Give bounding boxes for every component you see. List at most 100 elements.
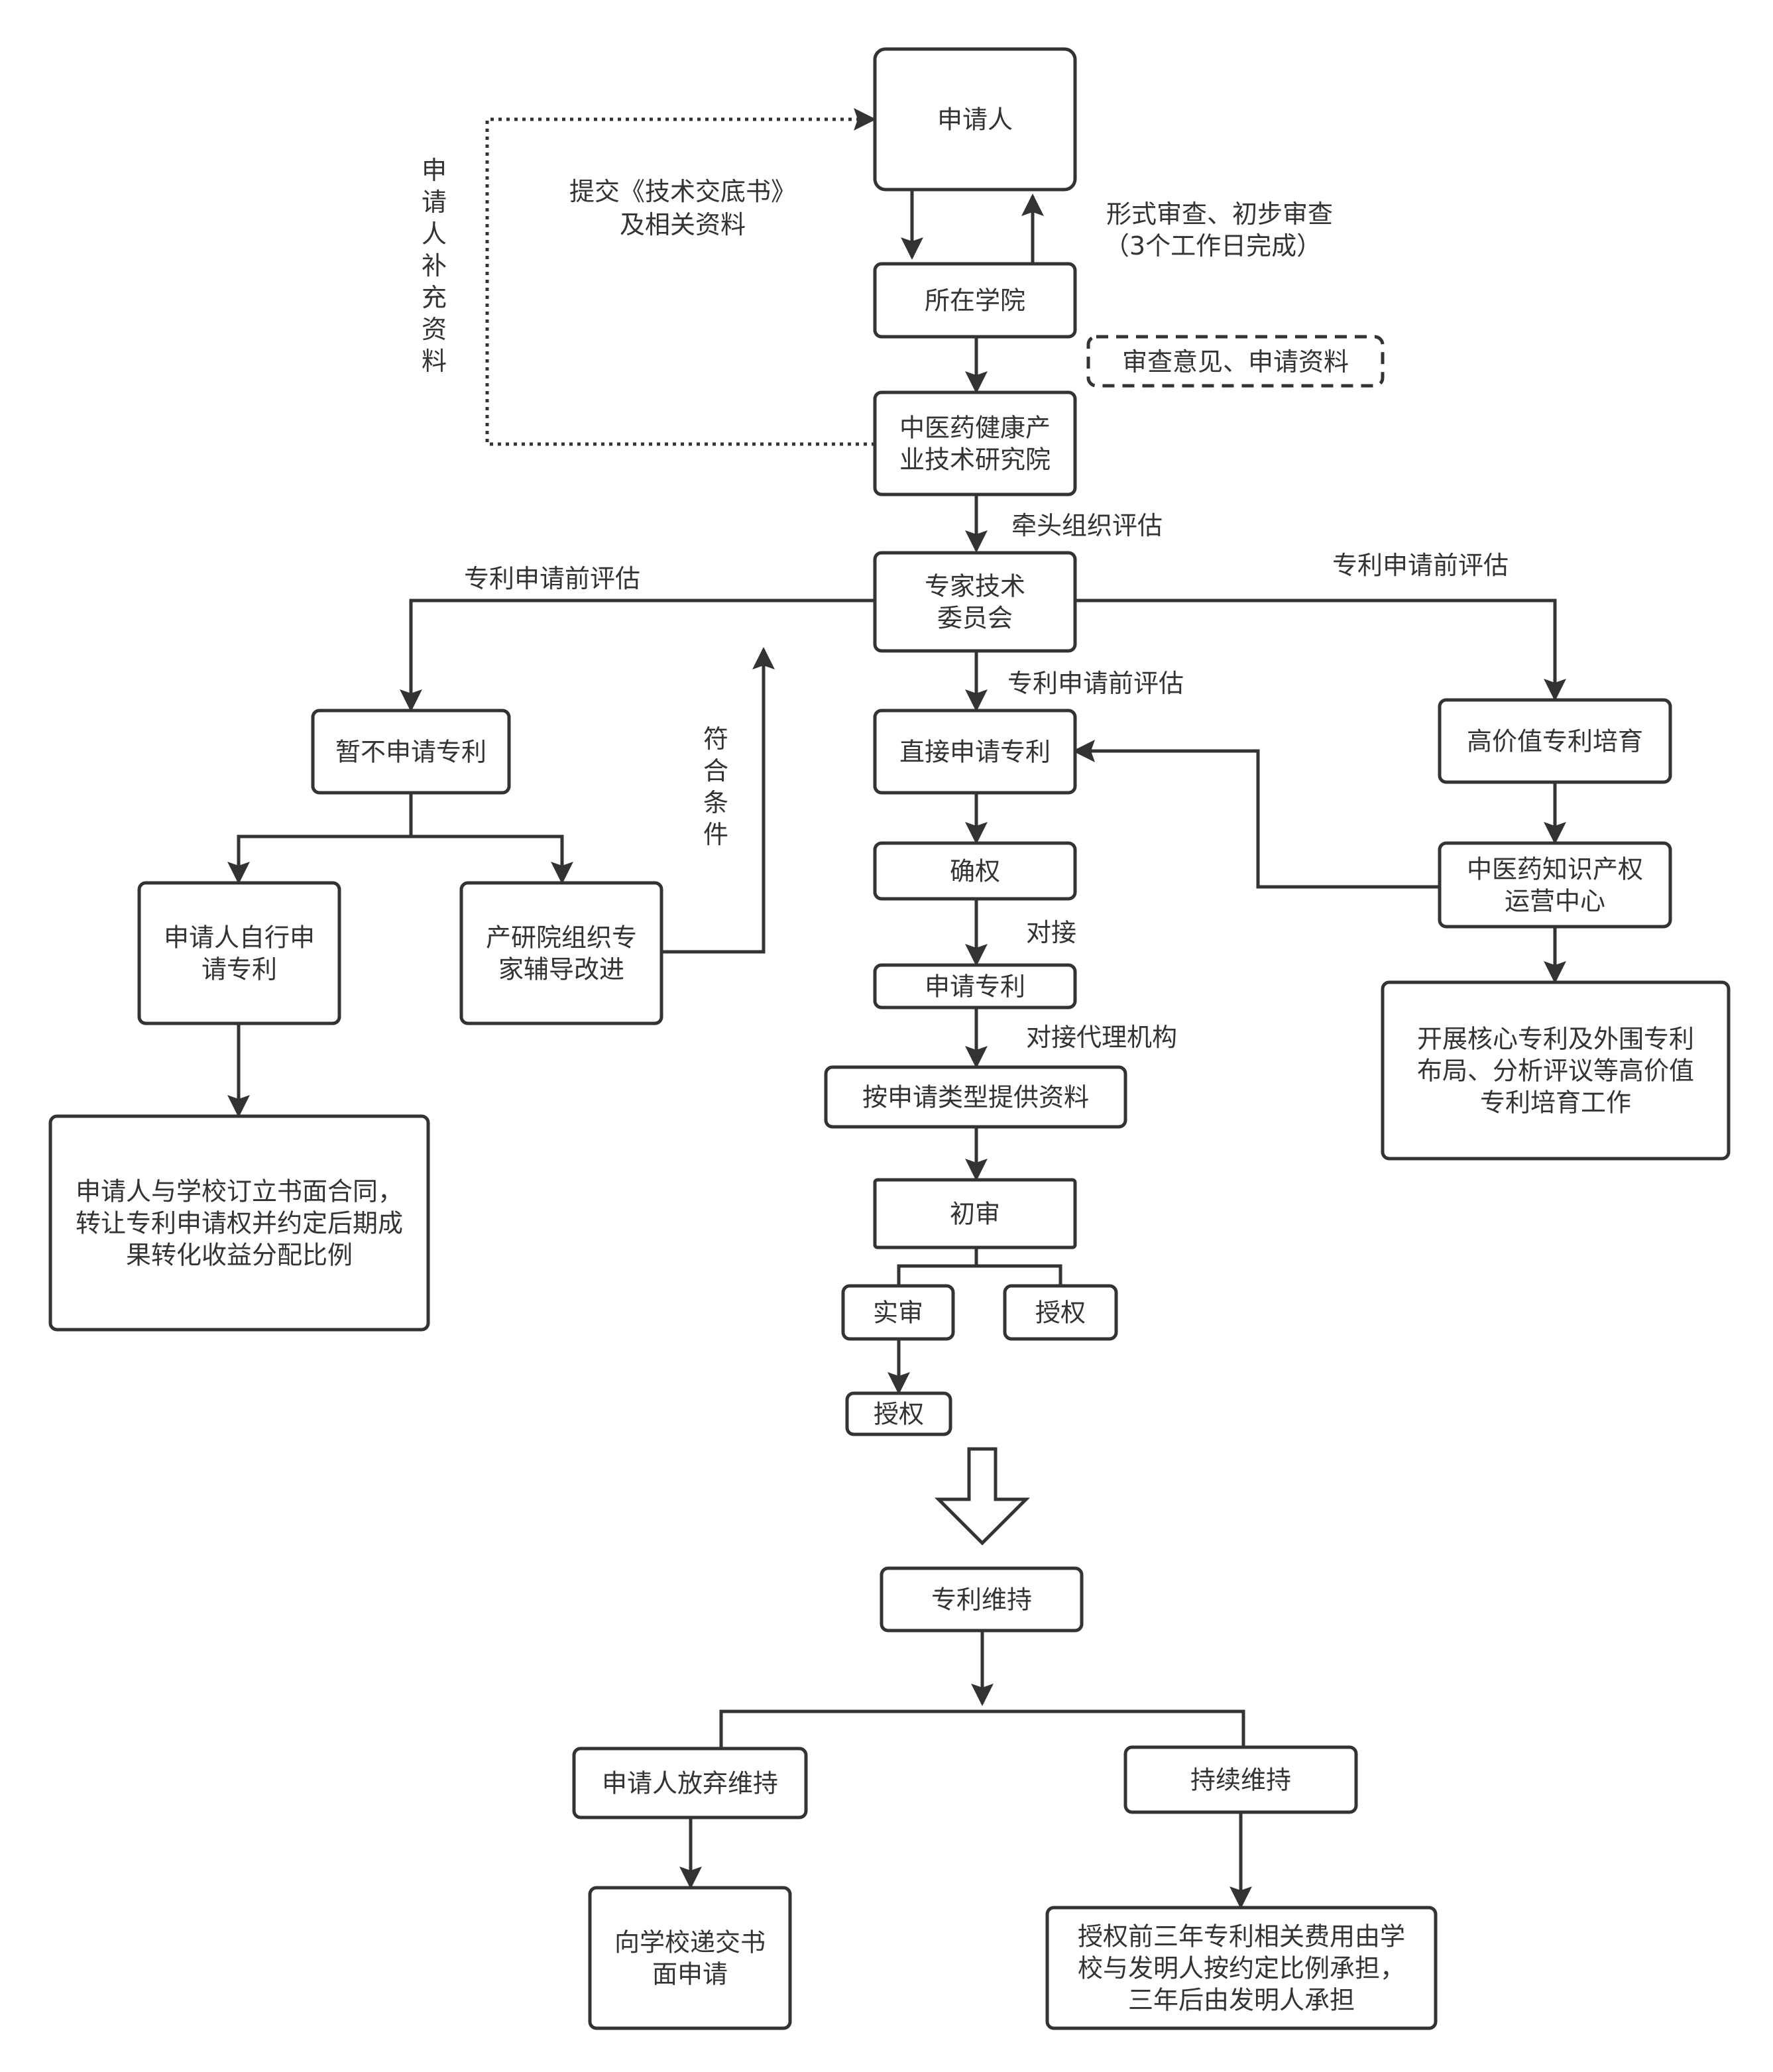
- node-box: [873, 551, 1077, 653]
- formal-review-label-line-1: 形式审查、初步审查: [1106, 200, 1333, 229]
- node-label-line: 校与发明人按约定比例承担，: [1078, 1954, 1405, 1983]
- vertical-label-char: 人: [422, 219, 447, 249]
- node-label-line: 专利维持: [931, 1585, 1032, 1615]
- nodes: 申请人所在学院中医药健康产业技术研究院专家技术委员会暂不申请专利直接申请专利高价…: [48, 47, 1731, 2030]
- node-box: [572, 1747, 808, 1819]
- node-label-line: 实审: [873, 1298, 923, 1328]
- node-label-line: 业技术研究院: [899, 445, 1051, 475]
- vertical-label-char: 资: [422, 315, 447, 344]
- node-label-line: 委员会: [937, 604, 1013, 633]
- node-label-line: 中医药知识产权: [1467, 855, 1643, 884]
- arrow-no-apply-to-self: [227, 793, 413, 884]
- vertical-label-char: 条: [703, 788, 728, 817]
- pre-eval-center-label: 专利申请前评估: [1007, 669, 1184, 698]
- node-label-line: 初审: [950, 1200, 1000, 1229]
- node-label-line: 持续维持: [1190, 1766, 1291, 1795]
- node-grant-left: 授权: [845, 1391, 952, 1436]
- arrow-no-apply-to-guidance: [411, 835, 573, 884]
- node-box: [873, 1178, 1077, 1249]
- vertical-label-char: 请: [422, 188, 447, 217]
- node-label-line: 请专利: [201, 955, 277, 984]
- node-box: [311, 709, 511, 795]
- node-box: [1438, 698, 1672, 784]
- node-box: [873, 262, 1077, 339]
- node-label-line: 所在学院: [925, 286, 1025, 316]
- submit-label-line-1: 提交《技术交底书》: [569, 177, 796, 206]
- node-label-line: 中医药健康产: [899, 414, 1051, 443]
- vertical-label-char: 件: [703, 820, 728, 849]
- node-box: [1003, 1284, 1118, 1341]
- pre-eval-left-label: 专利申请前评估: [464, 564, 640, 593]
- review-opinion-box: [1086, 335, 1385, 388]
- node-label-line: 授权前三年专利相关费用由学: [1078, 1922, 1405, 1951]
- line-first-exam-to-substantive: [897, 1247, 978, 1286]
- vertical-label-char: 申: [422, 156, 447, 185]
- node-label-line: 授权: [874, 1400, 924, 1429]
- line-maintain-split: [719, 1709, 1245, 1747]
- node-label-line: 产研院组织专: [486, 923, 637, 952]
- node-no-apply: 暂不申请专利: [311, 709, 511, 795]
- node-label-line: 开展核心专利及外围专利: [1417, 1025, 1694, 1054]
- vertical-label-char: 补: [422, 251, 447, 280]
- node-applicant: 申请人: [873, 47, 1077, 192]
- node-give-up: 申请人放弃维持: [572, 1747, 808, 1819]
- node-box: [880, 1566, 1084, 1633]
- review-opinion-text: 审查意见、申请资料: [1122, 347, 1349, 376]
- node-label-line: 专家技术: [925, 572, 1025, 601]
- node-label-line: 专利培育工作: [1480, 1088, 1631, 1118]
- node-label-line: 申请人: [937, 105, 1013, 135]
- node-college: 所在学院: [873, 262, 1077, 339]
- vertical-label-char: 充: [422, 283, 447, 312]
- node-label-line: 运营中心: [1505, 887, 1605, 916]
- node-label-line: 向学校递交书: [614, 1928, 766, 1957]
- node-label-line: 授权: [1035, 1298, 1086, 1328]
- node-box: [873, 47, 1077, 192]
- node-box: [137, 881, 341, 1025]
- arrow-guidance-qualified: [661, 647, 775, 954]
- vertical-label-char: 料: [422, 347, 447, 376]
- node-label-line: 面申请: [652, 1960, 728, 1989]
- node-label-line: 果转化收益分配比例: [126, 1241, 353, 1270]
- node-grant-right: 授权: [1003, 1284, 1118, 1341]
- node-box: [873, 841, 1077, 901]
- node-box: [873, 709, 1077, 795]
- node-continue: 持续维持: [1123, 1745, 1358, 1814]
- node-label-line: 确权: [950, 857, 1000, 886]
- node-box: [1045, 1906, 1438, 2030]
- arrow-supplement-loop: [485, 108, 876, 446]
- node-label-line: 申请人与学校订立书面合同，: [76, 1177, 403, 1206]
- node-label-line: 高价值专利培育: [1467, 727, 1643, 756]
- node-label-line: 按申请类型提供资料: [862, 1083, 1089, 1112]
- node-maintain: 专利维持: [880, 1566, 1084, 1633]
- arrow-committee-to-no-apply: [400, 599, 875, 712]
- node-box: [873, 390, 1077, 496]
- node-box: [459, 881, 663, 1025]
- node-box: [588, 1886, 792, 2030]
- node-label-line: 转让专利申请权并约定后期成: [76, 1209, 403, 1238]
- pre-eval-right-label: 专利申请前评估: [1332, 551, 1509, 580]
- line-first-exam-to-grant: [976, 1264, 1062, 1286]
- connectors: [227, 108, 1566, 1909]
- node-box: [845, 1391, 952, 1436]
- dock-label: 对接: [1026, 918, 1076, 947]
- node-box: [48, 1114, 430, 1332]
- node-label-line: 申请专利: [925, 972, 1025, 1002]
- hollow-down-arrow-icon: [934, 1447, 1031, 1546]
- vertical-label-char: 合: [703, 756, 728, 785]
- node-label-line: 申请人自行申: [164, 923, 315, 952]
- node-high-value: 高价值专利培育: [1438, 698, 1672, 784]
- node-substantive: 实审: [841, 1284, 955, 1341]
- node-provide-docs: 按申请类型提供资料: [824, 1065, 1127, 1129]
- node-first-exam: 初审: [873, 1178, 1077, 1249]
- node-confirm: 确权: [873, 841, 1077, 901]
